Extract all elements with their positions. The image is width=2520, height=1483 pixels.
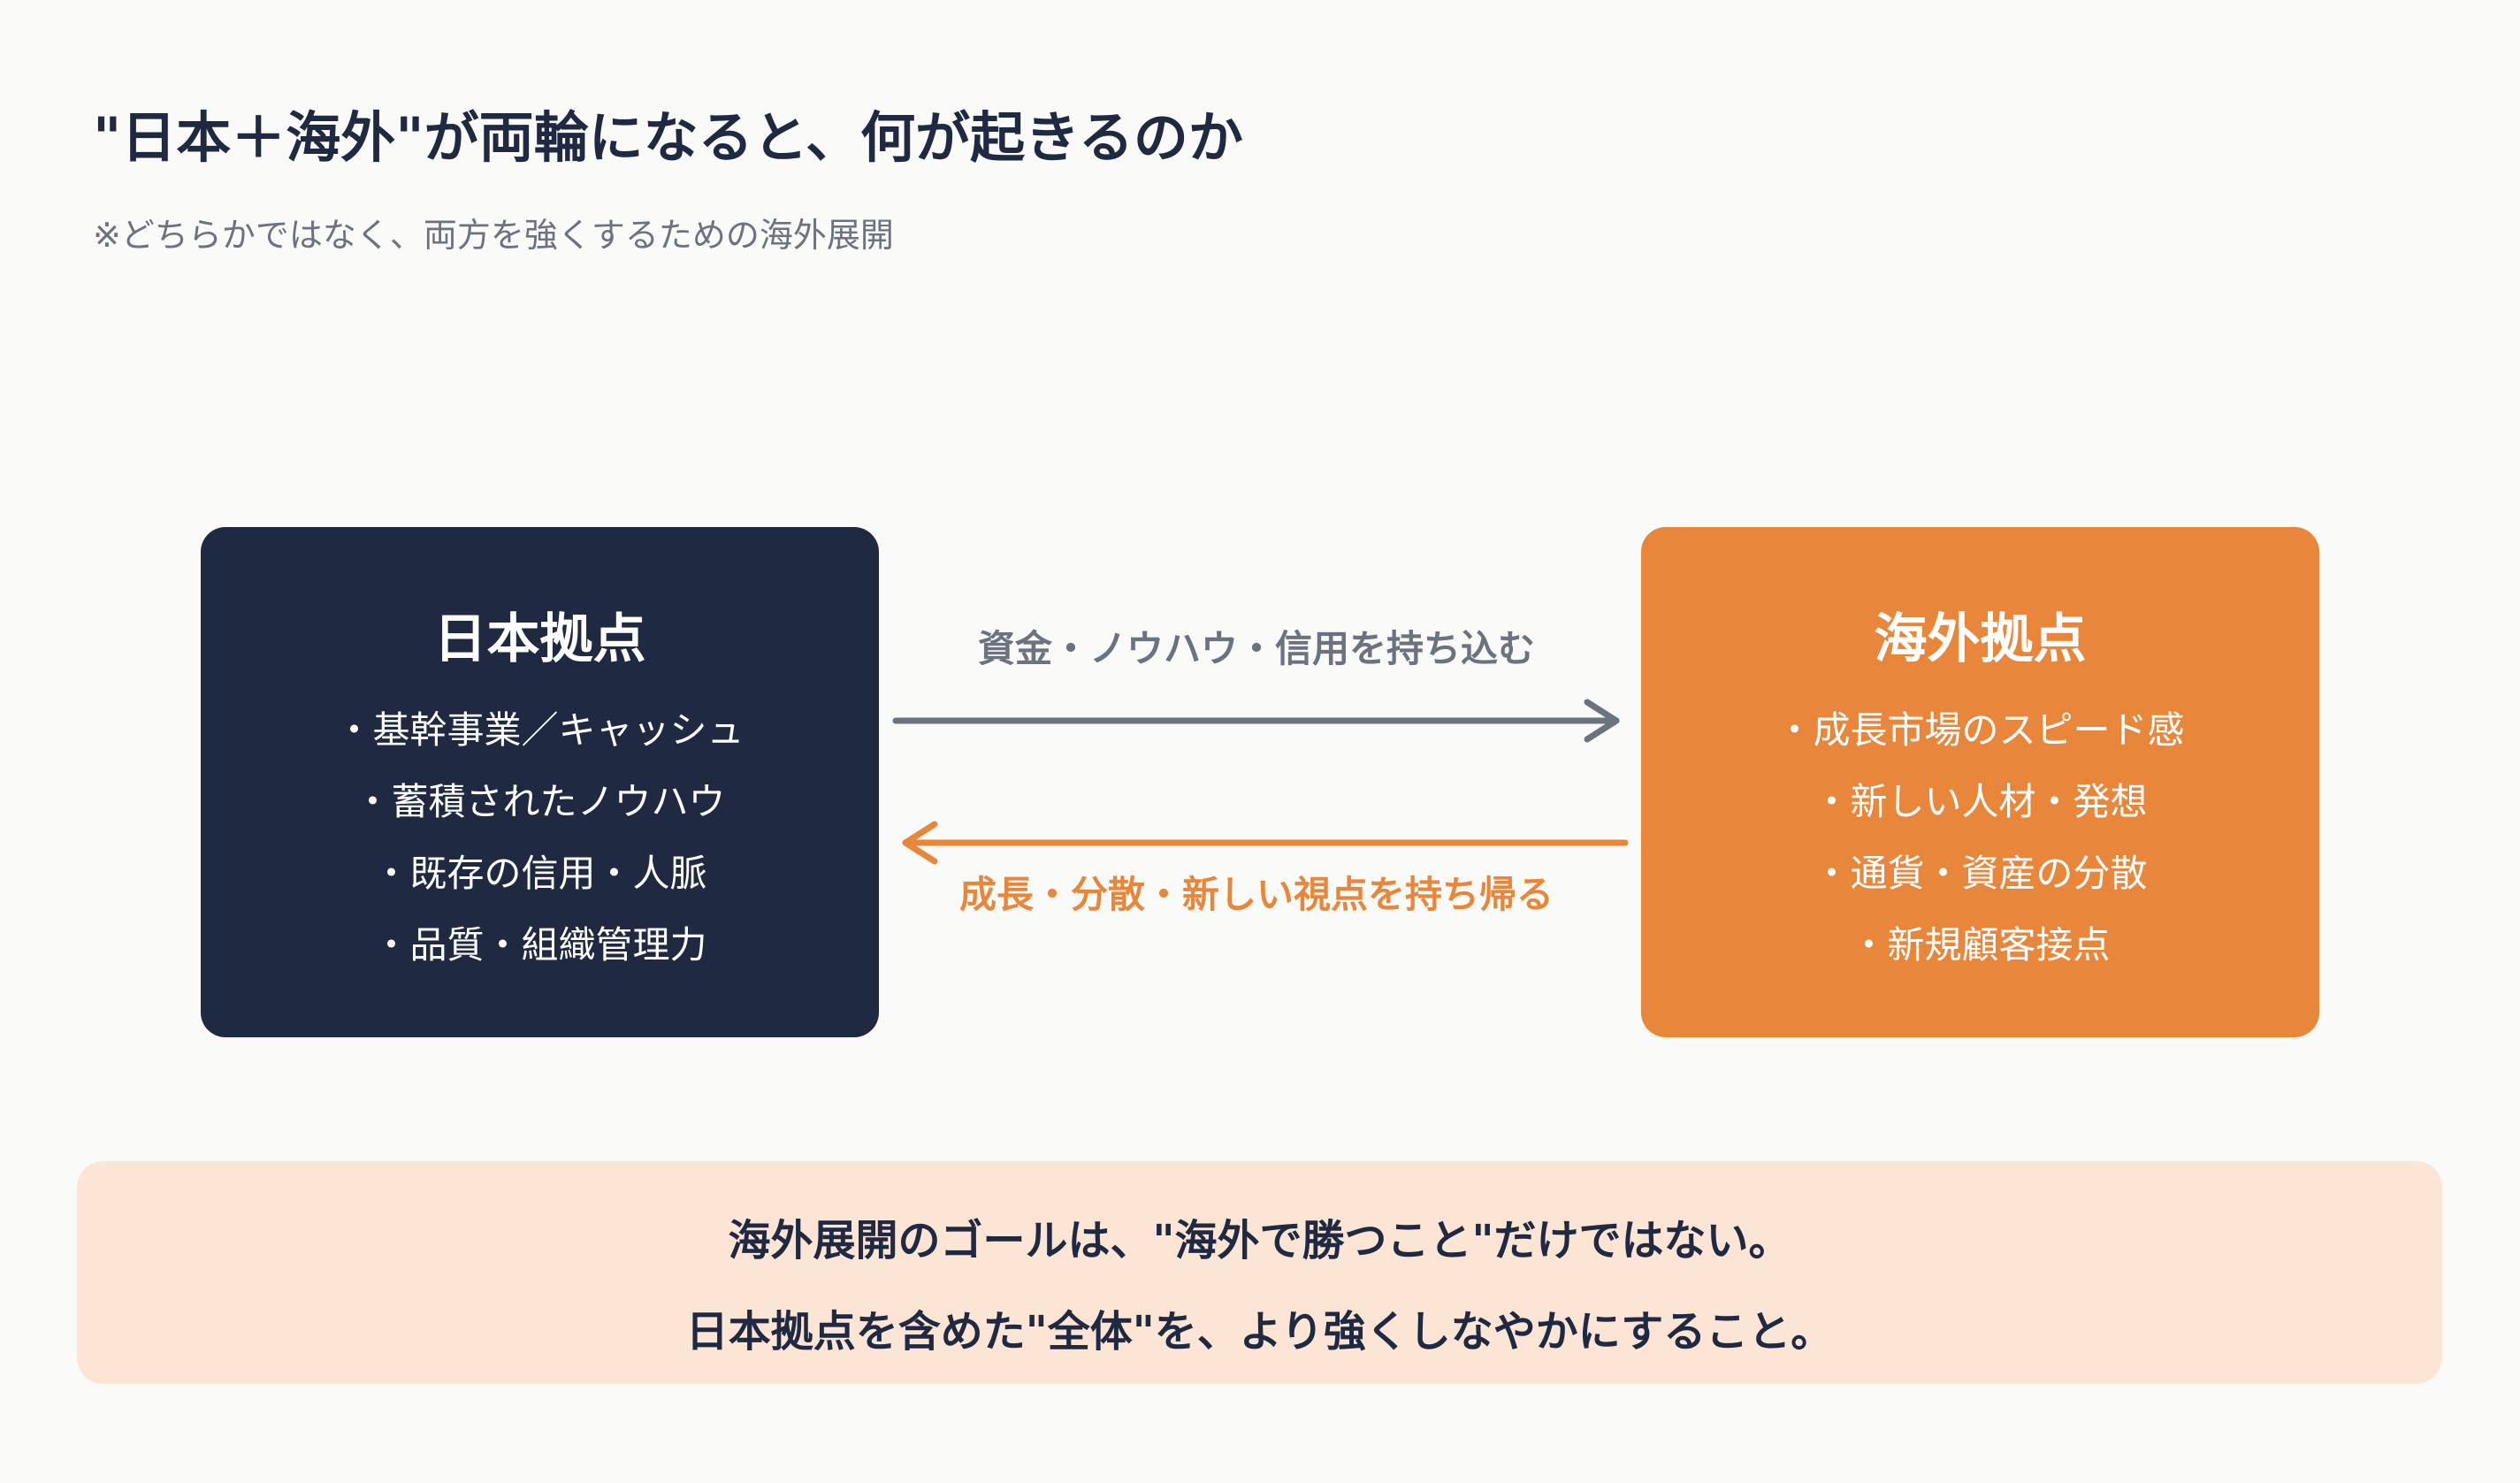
list-item: ・既存の信用・人脈 <box>372 852 707 895</box>
page-title: "日本＋海外"が両輪になると、何が起きるのか <box>93 105 1243 170</box>
list-item: ・蓄積されたノウハウ <box>354 780 726 823</box>
page-subtitle: ※どちらかではなく、両方を強くするための海外展開 <box>93 216 894 255</box>
japan-base-list: ・基幹事業／キャッシュ ・蓄積されたノウハウ ・既存の信用・人脈 ・品質・組織管… <box>201 704 879 990</box>
list-item: ・成長市場のスピード感 <box>1775 708 2185 752</box>
overseas-base-box: 海外拠点 ・成長市場のスピード感 ・新しい人材・発想 ・通貨・資産の分散 ・新規… <box>1641 527 2319 1037</box>
overseas-base-title: 海外拠点 <box>1874 608 2087 670</box>
list-item: ・新しい人材・発想 <box>1813 780 2148 823</box>
list-item: ・新規顧客接点 <box>1850 923 2111 967</box>
japan-base-title: 日本拠点 <box>433 608 646 670</box>
overseas-base-list: ・成長市場のスピード感 ・新しい人材・発想 ・通貨・資産の分散 ・新規顧客接点 <box>1641 704 2319 990</box>
goal-line-2: 日本拠点を含めた"全体"を、より強くしなやかにすること。 <box>685 1307 1834 1357</box>
arrow-left-icon <box>902 821 1629 865</box>
goal-panel: 海外展開のゴールは、"海外で勝つこと"だけではない。 日本拠点を含めた"全体"を… <box>77 1161 2442 1384</box>
list-item: ・品質・組織管理力 <box>372 923 707 967</box>
goal-line-1: 海外展開のゴールは、"海外で勝つこと"だけではない。 <box>728 1216 1791 1265</box>
japan-base-box: 日本拠点 ・基幹事業／キャッシュ ・蓄積されたノウハウ ・既存の信用・人脈 ・品… <box>201 527 879 1037</box>
arrow-right-icon <box>892 699 1620 743</box>
list-item: ・基幹事業／キャッシュ <box>335 708 745 752</box>
arrow-label-to-overseas: 資金・ノウハウ・信用を持ち込む <box>977 627 1535 670</box>
arrow-label-to-japan: 成長・分散・新しい視点を持ち帰る <box>958 873 1554 916</box>
list-item: ・通貨・資産の分散 <box>1813 852 2148 895</box>
